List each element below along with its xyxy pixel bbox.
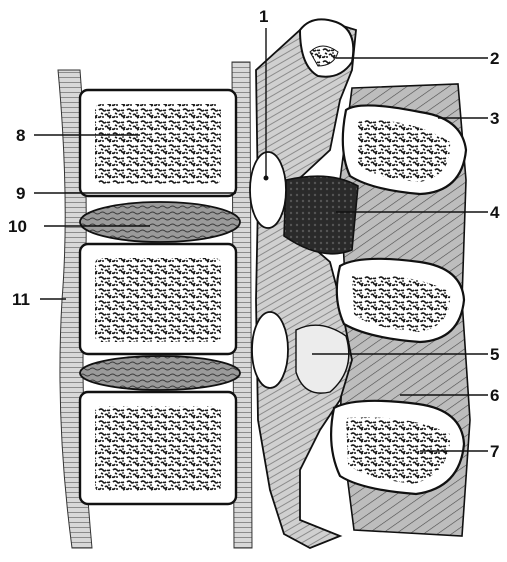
- intervertebral-foramen-dark: [284, 176, 358, 254]
- vertebral-bodies: [80, 90, 236, 504]
- spinous-processes: [331, 105, 466, 494]
- intervertebral-foramen-lower: [252, 312, 288, 388]
- label-11: 11: [12, 290, 30, 309]
- label-1: 1: [259, 7, 268, 26]
- label-2: 2: [490, 49, 499, 68]
- label-3: 3: [490, 109, 499, 128]
- label-8: 8: [16, 126, 25, 145]
- intervertebral-foramen-upper: [250, 152, 286, 228]
- label-10: 10: [8, 217, 27, 236]
- label-7: 7: [490, 442, 499, 461]
- intervertebral-disc-upper: [80, 202, 240, 242]
- label-6: 6: [490, 386, 499, 405]
- intervertebral-disc-lower: [80, 356, 240, 390]
- label-5: 5: [490, 345, 499, 364]
- label-4: 4: [490, 203, 500, 222]
- label-9: 9: [16, 184, 25, 203]
